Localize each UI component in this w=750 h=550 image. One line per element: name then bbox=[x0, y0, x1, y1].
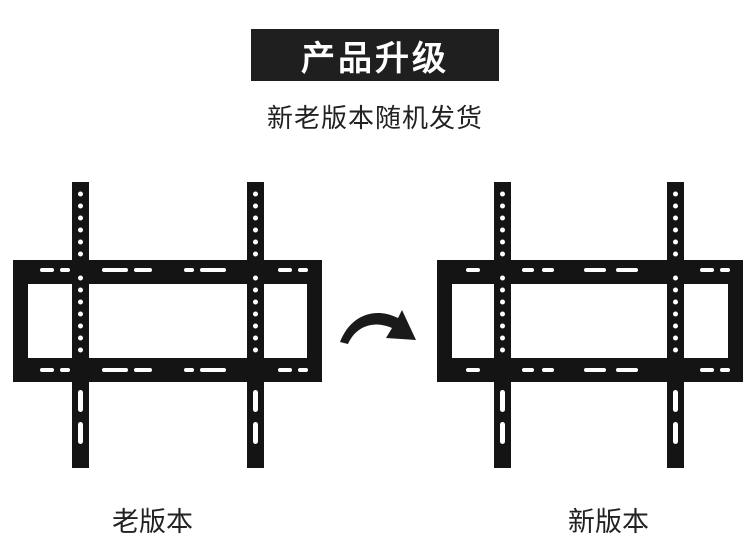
tv-wall-mount-bracket-icon bbox=[13, 182, 322, 468]
bracket-left-arm bbox=[72, 182, 89, 468]
tv-wall-mount-bracket-icon bbox=[437, 182, 743, 468]
curved-arrow-right-icon bbox=[340, 310, 416, 344]
page-subtitle: 新老版本随机发货 bbox=[266, 104, 483, 134]
old-version-label: 老版本 bbox=[112, 507, 193, 538]
bracket-right-arm bbox=[667, 182, 684, 468]
bracket-right-arm bbox=[247, 182, 264, 468]
bracket-frame bbox=[437, 260, 743, 382]
bracket-frame bbox=[13, 260, 322, 382]
bracket-left-arm bbox=[494, 182, 511, 468]
title-banner: 产品升级 bbox=[251, 29, 499, 81]
page-title: 产品升级 bbox=[301, 38, 449, 79]
new-version-label: 新版本 bbox=[568, 507, 649, 538]
